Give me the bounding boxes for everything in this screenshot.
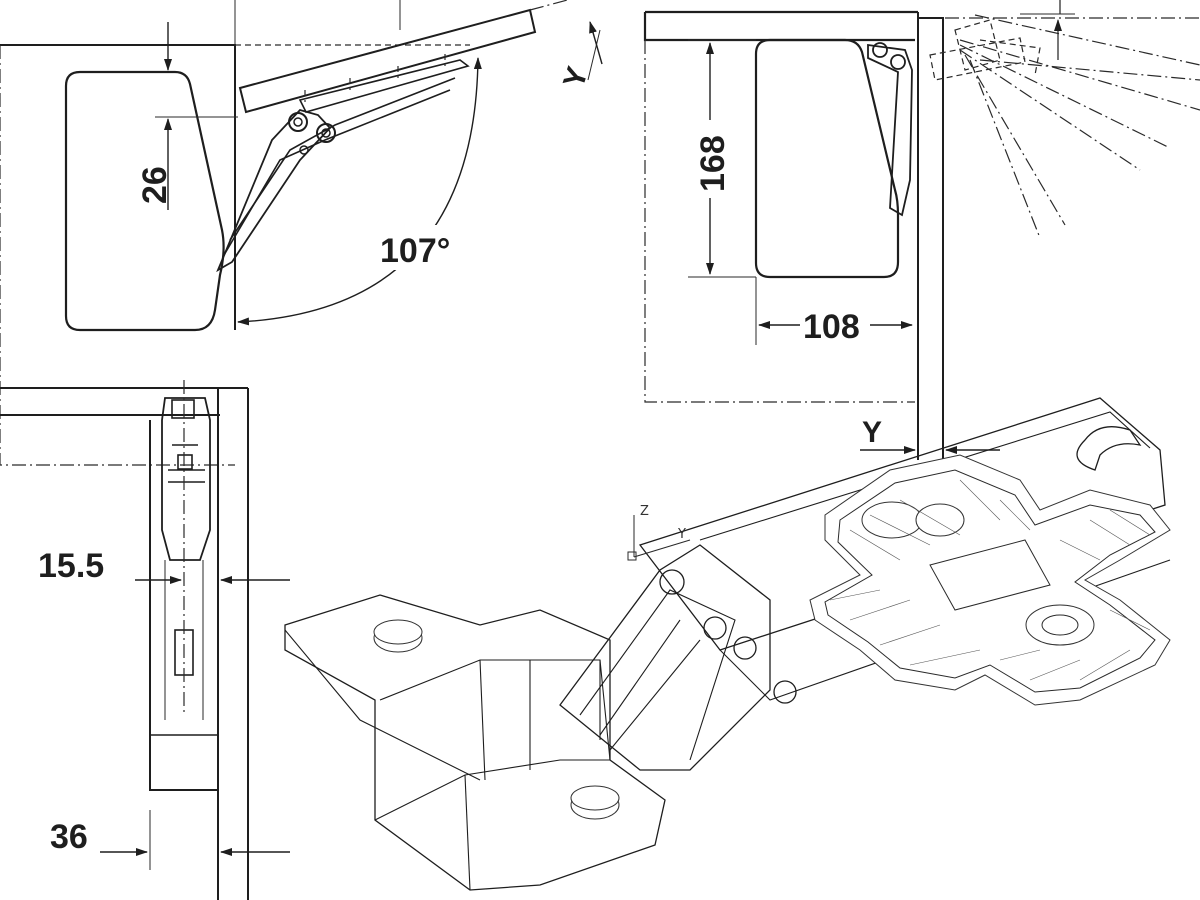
- dimension-y-top: Y: [557, 63, 595, 92]
- open-flap-panel: [238, 8, 537, 114]
- dimension-26: 26: [136, 166, 174, 204]
- front-door-panel: [917, 12, 944, 460]
- lift-mechanism-housing: [64, 70, 225, 332]
- section-overlay-view: 15.5 36: [0, 380, 290, 900]
- lift-mechanism-closed: [754, 38, 900, 279]
- dimension-107-degrees: 107°: [380, 232, 450, 270]
- dimension-15-5: 15.5: [38, 547, 104, 585]
- axis-label-z: Z: [640, 504, 649, 519]
- ghost-opening-lines: [929, 0, 1200, 239]
- dimension-36: 36: [50, 818, 88, 856]
- dimension-168: 168: [694, 135, 732, 192]
- axis-label-y: Y: [677, 527, 686, 542]
- axis-indicator: Z Y: [627, 504, 691, 561]
- hinge-cup-3d: [284, 594, 666, 891]
- flap-opening-view: 26 107° Y: [0, 0, 603, 466]
- closed-position-view: 168 108 Y: [643, 0, 1200, 460]
- dimension-108: 108: [803, 308, 860, 346]
- dimension-y-offset: Y: [862, 416, 882, 449]
- hinge-cup-section: [161, 397, 211, 561]
- hinge-3d-wireframe: Z Y: [284, 397, 1171, 891]
